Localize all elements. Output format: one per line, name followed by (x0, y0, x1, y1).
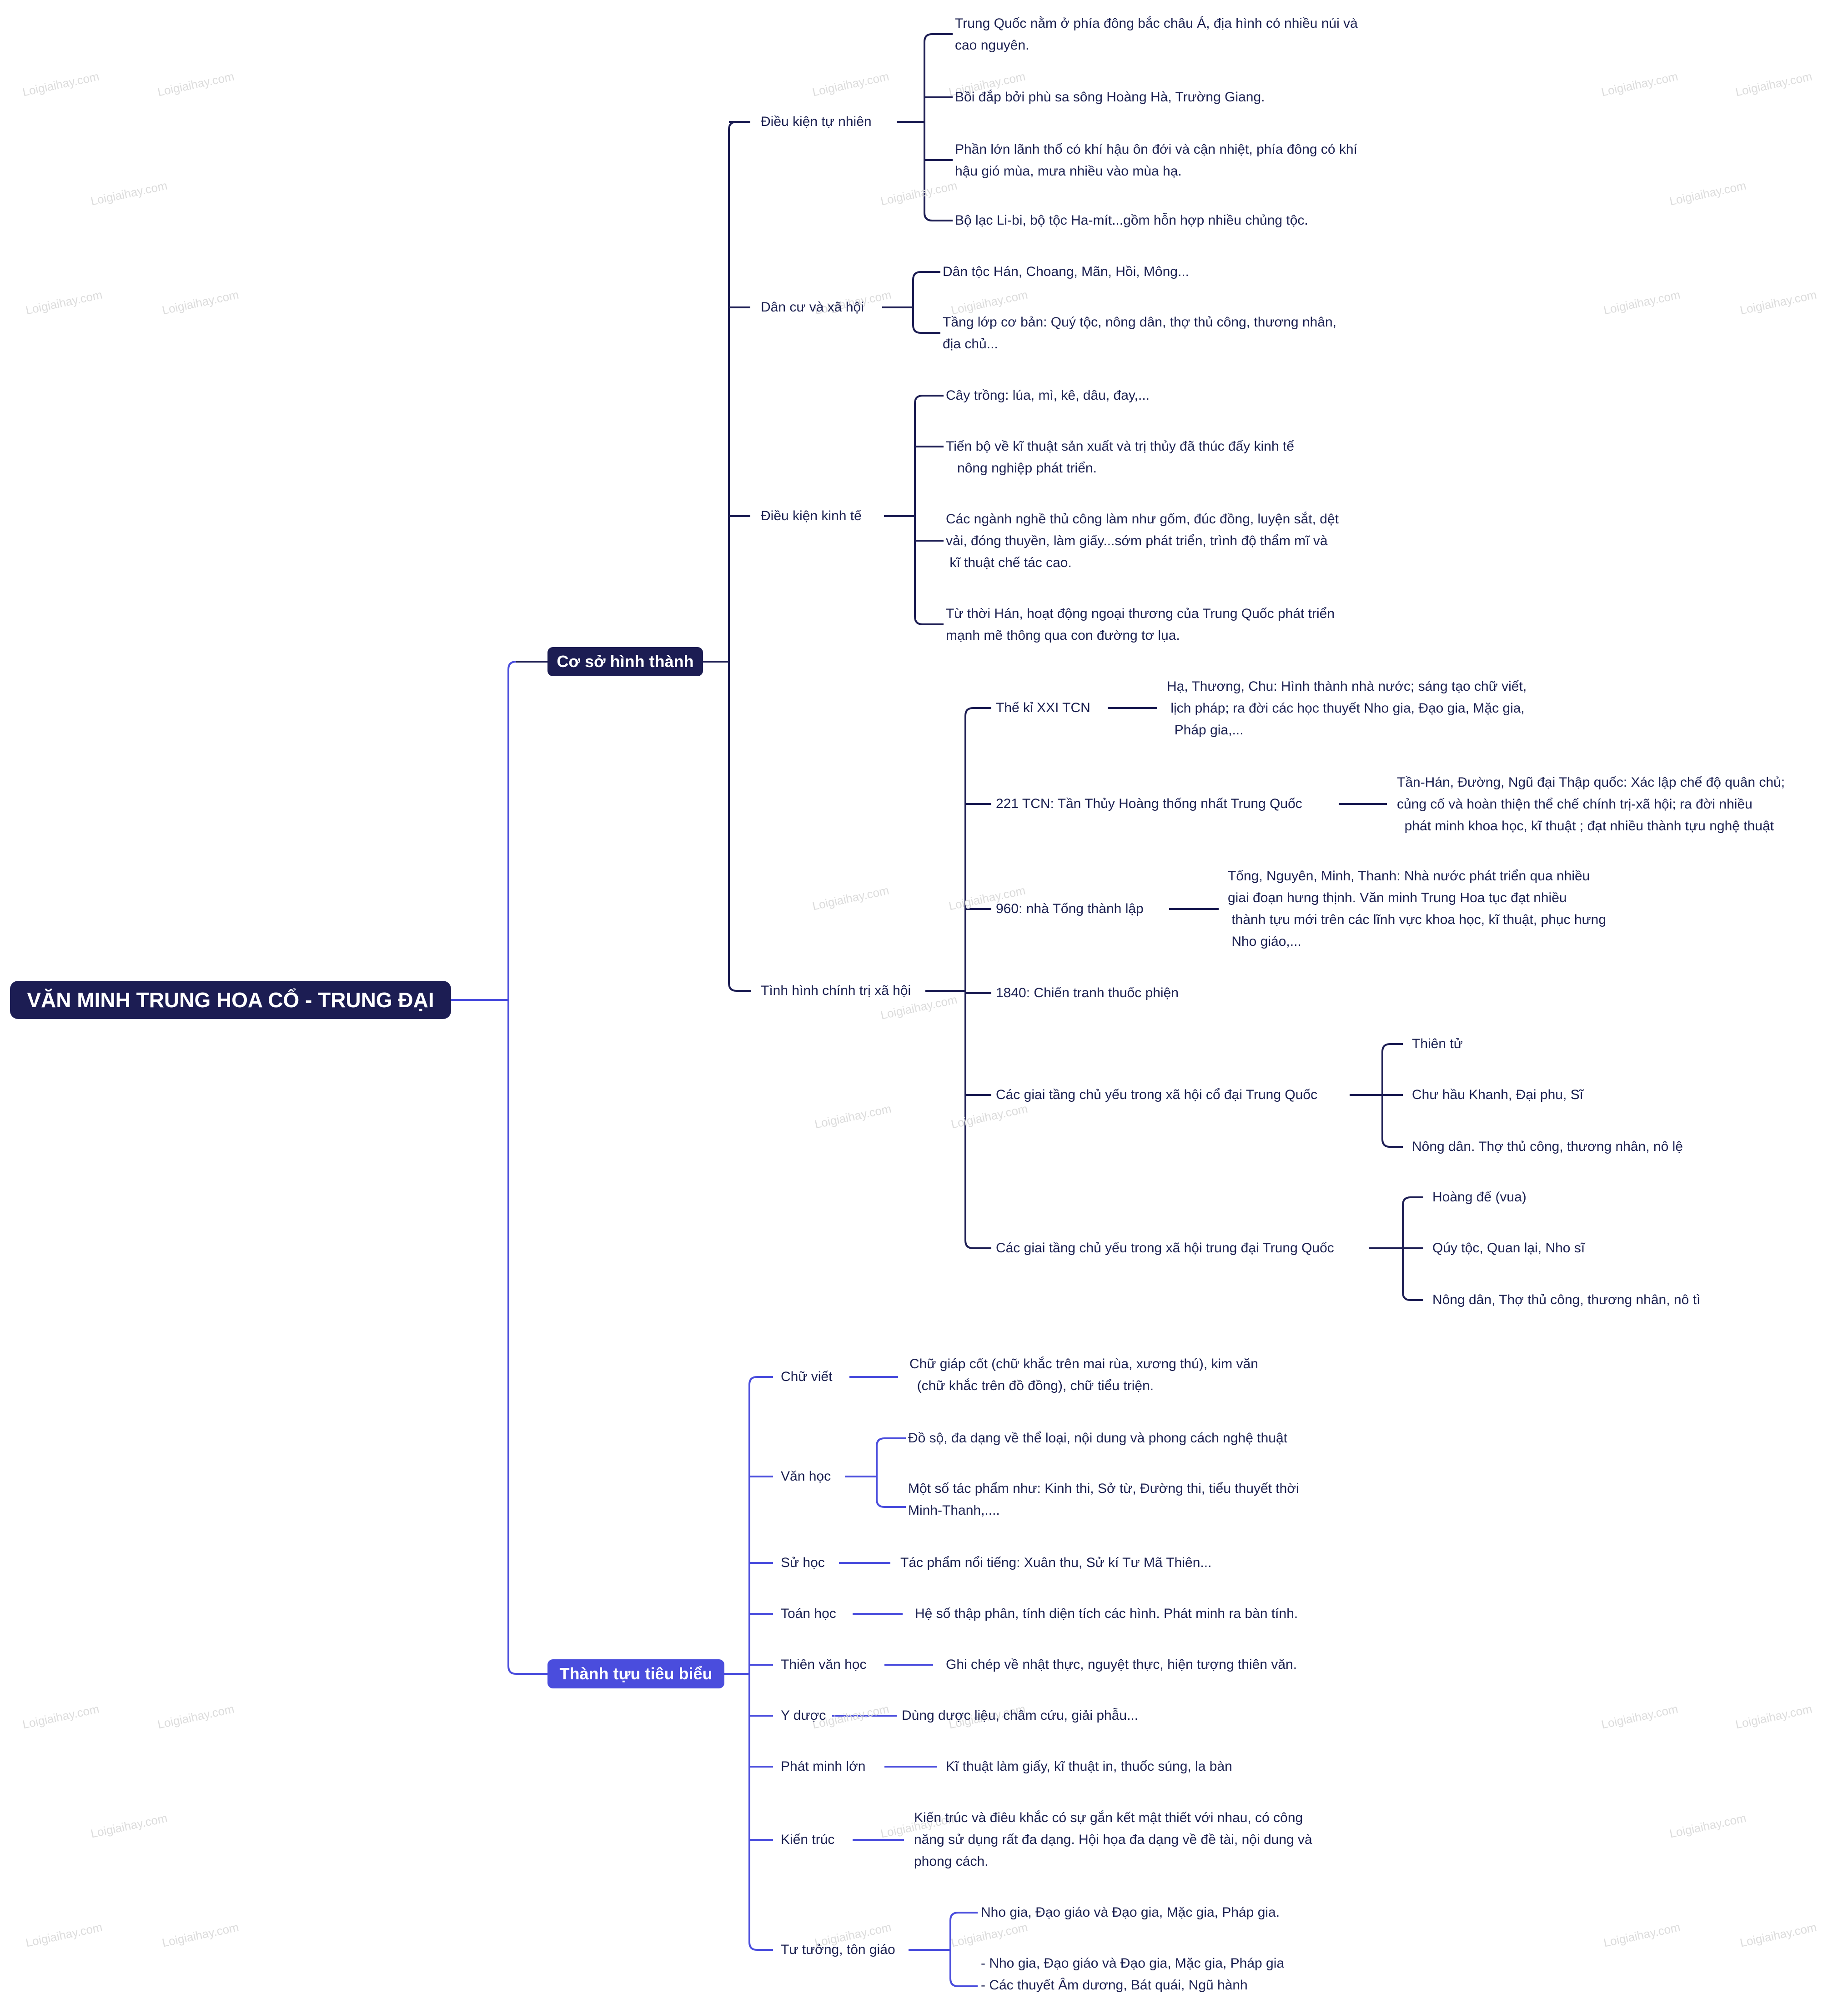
topic-phat-minh-lon[interactable]: Phát minh lớn (781, 1759, 866, 1774)
leaf-kinh-te-3[interactable]: Các ngành nghề thủ công làm như gốm, đúc… (946, 512, 1339, 570)
leaf-trung-dai-2[interactable]: Qúy tộc, Quan lại, Nho sĩ (1432, 1241, 1585, 1256)
branch-thanh-tuu-tieu-bieu[interactable]: Thành tựu tiêu biểu (547, 1659, 724, 1688)
detail-tong-nguyen[interactable]: Tống, Nguyên, Minh, Thanh: Nhà nước phát… (1228, 869, 1607, 949)
period-960[interactable]: 960: nhà Tống thành lập (996, 901, 1144, 916)
detail-ha-thuong-chu[interactable]: Hạ, Thương, Chu: Hình thành nhà nước; sá… (1167, 679, 1527, 738)
root-topic[interactable]: VĂN MINH TRUNG HOA CỔ - TRUNG ĐẠI (10, 981, 451, 1019)
detail-kien-truc[interactable]: Kiến trúc và điêu khắc có sự gắn kết mật… (914, 1810, 1312, 1869)
topic-giai-tang-co-dai[interactable]: Các giai tầng chủ yếu trong xã hội cổ đạ… (996, 1087, 1318, 1102)
leaf-tu-tuong-1[interactable]: Nho gia, Đạo giáo và Đạo gia, Mặc gia, P… (981, 1905, 1280, 1920)
topic-y-duoc[interactable]: Y dược (781, 1708, 826, 1723)
topic-su-hoc[interactable]: Sử học (781, 1555, 825, 1570)
detail-su-hoc[interactable]: Tác phẩm nổi tiếng: Xuân thu, Sử kí Tư M… (900, 1555, 1212, 1570)
period-1840[interactable]: 1840: Chiến tranh thuốc phiện (996, 985, 1179, 1000)
leaf-tu-nhien-4[interactable]: Bộ lạc Li-bi, bộ tộc Ha-mít...gồm hỗn hợ… (955, 213, 1308, 228)
leaf-kinh-te-1[interactable]: Cây trồng: lúa, mì, kê, dâu, đay,... (946, 388, 1150, 403)
detail-chu-viet[interactable]: Chữ giáp cốt (chữ khắc trên mai rùa, xươ… (909, 1356, 1258, 1393)
leaf-dan-cu-1[interactable]: Dân tộc Hán, Choang, Mãn, Hồi, Mông... (943, 264, 1189, 279)
leaf-tu-nhien-1[interactable]: Trung Quốc nằm ở phía đông bắc châu Á, đ… (955, 16, 1358, 53)
topic-dieu-kien-kinh-te[interactable]: Điều kiện kinh tế (761, 508, 862, 523)
topic-van-hoc[interactable]: Văn học (781, 1469, 831, 1484)
topic-dieu-kien-tu-nhien[interactable]: Điều kiện tự nhiên (761, 114, 872, 129)
leaf-trung-dai-3[interactable]: Nông dân, Thợ thủ công, thương nhân, nô … (1432, 1292, 1701, 1307)
leaf-co-dai-2[interactable]: Chư hầu Khanh, Đại phu, Sĩ (1412, 1087, 1583, 1102)
leaf-kinh-te-4[interactable]: Từ thời Hán, hoạt động ngoại thương của … (946, 606, 1335, 643)
topic-chu-viet[interactable]: Chữ viết (781, 1369, 833, 1384)
period-the-ki-xxi[interactable]: Thế kỉ XXI TCN (996, 700, 1090, 715)
topic-kien-truc[interactable]: Kiến trúc (781, 1832, 835, 1847)
topic-chinh-tri-xa-hoi[interactable]: Tình hình chính trị xã hội (761, 983, 911, 998)
leaf-trung-dai-1[interactable]: Hoàng đế (vua) (1432, 1190, 1527, 1205)
topic-dan-cu-xa-hoi[interactable]: Dân cư và xã hội (761, 300, 864, 315)
topic-giai-tang-trung-dai[interactable]: Các giai tầng chủ yếu trong xã hội trung… (996, 1241, 1334, 1256)
leaf-co-dai-3[interactable]: Nông dân. Thợ thủ công, thương nhân, nô … (1412, 1139, 1683, 1154)
leaf-tu-nhien-2[interactable]: Bồi đắp bởi phù sa sông Hoàng Hà, Trường… (955, 90, 1265, 105)
topic-toan-hoc[interactable]: Toán học (781, 1606, 836, 1621)
leaf-tu-nhien-3[interactable]: Phần lớn lãnh thổ có khí hậu ôn đới và c… (955, 142, 1357, 179)
leaf-dan-cu-2[interactable]: Tầng lớp cơ bản: Quý tộc, nông dân, thợ … (943, 315, 1336, 352)
detail-tan-han[interactable]: Tần-Hán, Đường, Ngũ đại Thập quốc: Xác l… (1397, 775, 1785, 834)
leaf-co-dai-1[interactable]: Thiên tử (1412, 1036, 1463, 1051)
topic-thien-van-hoc[interactable]: Thiên văn học (781, 1657, 867, 1672)
topic-tu-tuong-ton-giao[interactable]: Tư tưởng, tôn giáo (781, 1942, 895, 1957)
detail-phat-minh-lon[interactable]: Kĩ thuật làm giấy, kĩ thuật in, thuốc sú… (946, 1759, 1232, 1774)
detail-toan-hoc[interactable]: Hệ số thập phân, tính diện tích các hình… (915, 1606, 1298, 1621)
detail-thien-van-hoc[interactable]: Ghi chép về nhật thực, nguyệt thực, hiện… (946, 1657, 1297, 1672)
detail-y-duoc[interactable]: Dùng dược liệu, châm cứu, giải phẫu... (902, 1708, 1139, 1723)
leaf-van-hoc-2[interactable]: Một số tác phẩm như: Kinh thi, Sở từ, Đư… (908, 1481, 1299, 1518)
leaf-tu-tuong-2[interactable]: - Nho gia, Đạo giáo và Đạo gia, Mặc gia,… (981, 1956, 1285, 1993)
period-221-tcn[interactable]: 221 TCN: Tần Thủy Hoàng thống nhất Trung… (996, 796, 1302, 811)
branch-co-so-hinh-thanh[interactable]: Cơ sở hình thành (547, 647, 703, 676)
leaf-van-hoc-1[interactable]: Đồ sộ, đa dạng về thể loại, nội dung và … (908, 1431, 1287, 1446)
leaf-kinh-te-2[interactable]: Tiến bộ về kĩ thuật sản xuất và trị thủy… (946, 439, 1294, 476)
